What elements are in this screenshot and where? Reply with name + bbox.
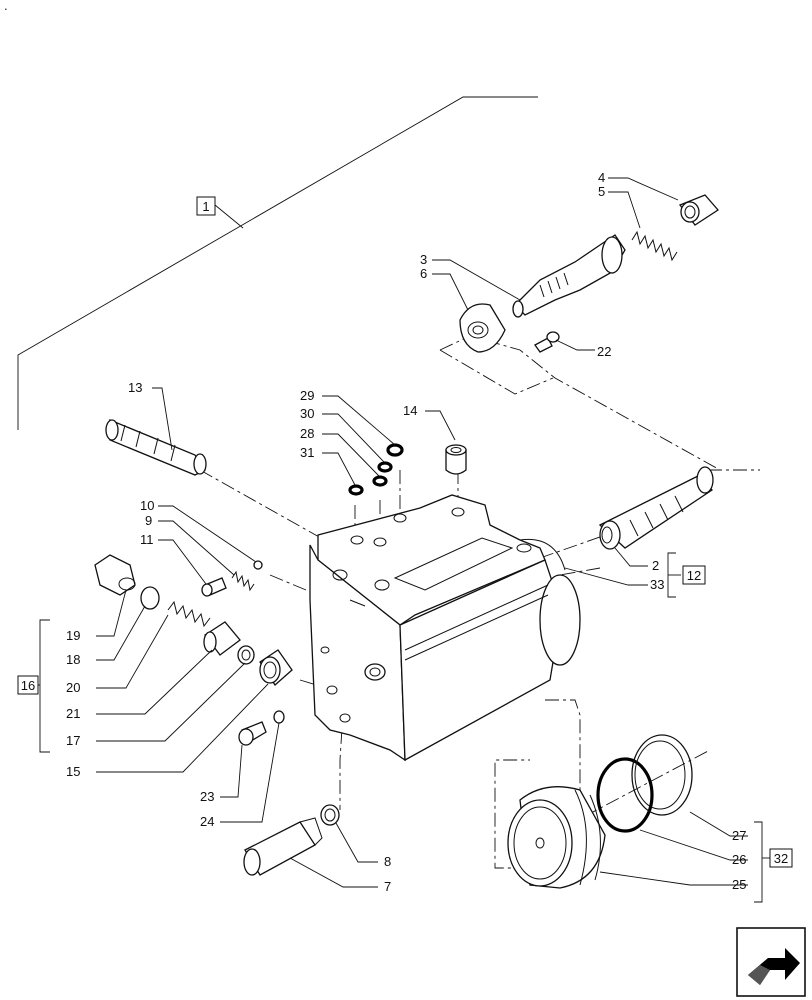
- part-17-washer: [237, 645, 255, 665]
- label-19: 19: [66, 628, 80, 643]
- part-25-piston: [507, 786, 606, 889]
- svg-text:16: 16: [21, 678, 35, 693]
- part-7-plug: [243, 817, 323, 876]
- label-26: 26: [732, 852, 746, 867]
- label-6: 6: [420, 266, 427, 281]
- label-11: 11: [140, 532, 154, 547]
- label-28: 28: [300, 426, 314, 441]
- part-22-screw: [534, 331, 560, 353]
- part-10-ball: [253, 560, 263, 570]
- label-8: 8: [384, 854, 391, 869]
- label-31: 31: [300, 445, 314, 460]
- part-18-oring: [140, 586, 160, 610]
- callout-32[interactable]: 32: [769, 848, 793, 868]
- assembly-bracket-1: [17, 96, 538, 430]
- label-30: 30: [300, 406, 314, 421]
- label-5: 5: [598, 184, 605, 199]
- valve-housing: [309, 494, 581, 762]
- label-24: 24: [200, 814, 214, 829]
- part-19-plug: [94, 554, 136, 596]
- part-27-ring: [631, 734, 693, 816]
- part-3-spool: [512, 234, 626, 318]
- svg-text:12: 12: [687, 568, 701, 583]
- label-23: 23: [200, 789, 214, 804]
- label-2: 2: [652, 558, 659, 573]
- label-20: 20: [66, 680, 80, 695]
- label-33: 33: [650, 577, 664, 592]
- label-27: 27: [732, 828, 746, 843]
- part-4-sleeve: [678, 194, 719, 226]
- part-9-spring: [231, 570, 255, 592]
- callout-16[interactable]: 16: [17, 675, 39, 695]
- part-13-spool: [105, 419, 207, 476]
- label-17: 17: [66, 733, 80, 748]
- part-5-spring: [631, 230, 678, 262]
- label-18: 18: [66, 652, 80, 667]
- callout-labels: 4 5 3 6 22 13 29 30 28 31 14 10 9 11 19 …: [66, 170, 746, 894]
- label-14: 14: [403, 403, 417, 418]
- part-6-cap: [459, 303, 506, 353]
- part-24-oring: [273, 710, 285, 724]
- part-23-screw: [238, 721, 267, 746]
- label-3: 3: [420, 252, 427, 267]
- callout-1[interactable]: 1: [196, 196, 216, 216]
- part-15-sleeve: [259, 649, 293, 686]
- part-14-bushing: [445, 444, 467, 475]
- part-2-spool: [598, 466, 714, 550]
- label-29: 29: [300, 388, 314, 403]
- part-20-spring: [167, 600, 211, 628]
- o-rings-top: [348, 443, 404, 496]
- label-4: 4: [598, 170, 605, 185]
- part-21-piston: [203, 621, 241, 656]
- svg-text:1: 1: [202, 199, 209, 214]
- label-7: 7: [384, 879, 391, 894]
- label-25: 25: [732, 877, 746, 892]
- callout-12[interactable]: 12: [682, 565, 706, 585]
- label-13: 13: [128, 380, 142, 395]
- part-26-oring: [596, 757, 654, 833]
- corner-mark: .: [4, 0, 8, 13]
- svg-text:32: 32: [774, 851, 788, 866]
- label-10: 10: [140, 498, 154, 513]
- label-22: 22: [597, 344, 611, 359]
- label-21: 21: [66, 706, 80, 721]
- part-8-washer: [320, 804, 340, 826]
- label-9: 9: [145, 513, 152, 528]
- label-15: 15: [66, 764, 80, 779]
- next-page-arrow-icon[interactable]: [736, 927, 806, 997]
- leader-lines: [36, 177, 770, 903]
- part-11-plug: [201, 577, 227, 597]
